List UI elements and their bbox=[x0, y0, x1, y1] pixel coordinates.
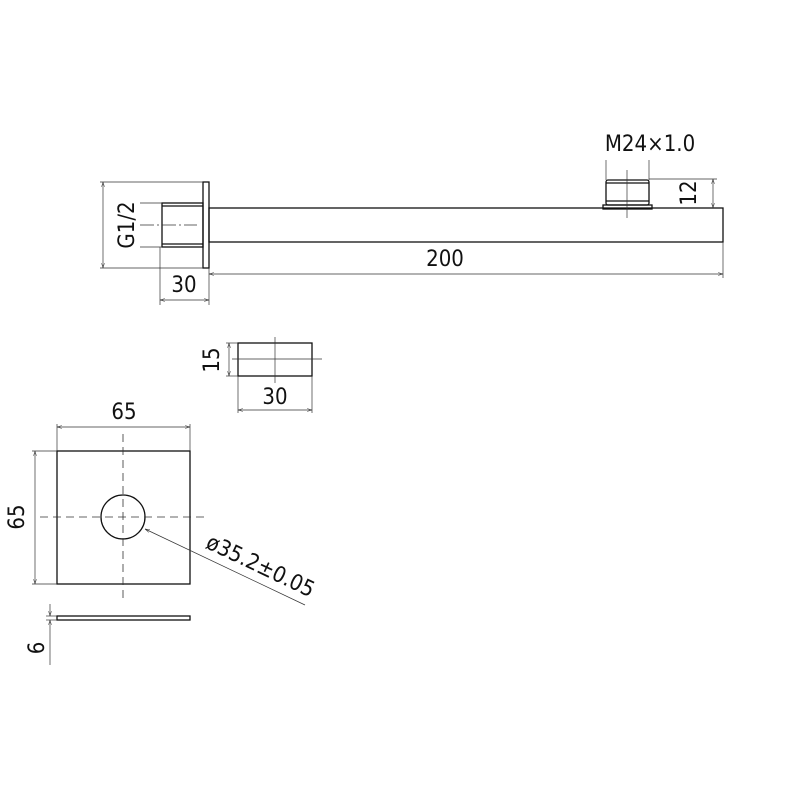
plate-width-dim: 65 bbox=[111, 400, 136, 425]
flange-plate: 65 65 ø35.2±0.05 6 bbox=[5, 400, 318, 665]
side-view: G1/2 30 200 M24×1.0 12 bbox=[100, 132, 724, 305]
section-height-dim: 15 bbox=[200, 347, 225, 372]
plate-height-dim: 65 bbox=[5, 504, 30, 529]
section-width-dim: 30 bbox=[262, 385, 287, 410]
outlet-fitting bbox=[602, 170, 653, 218]
wall-flange bbox=[202, 181, 210, 269]
hole-diameter-dim: ø35.2±0.05 bbox=[202, 530, 318, 603]
shower-arm bbox=[208, 207, 724, 243]
outlet-thread-label: M24×1.0 bbox=[605, 132, 695, 157]
thread-label: G1/2 bbox=[115, 201, 140, 248]
outlet-height-dim: 12 bbox=[677, 180, 702, 205]
plate-edge-view bbox=[56, 615, 191, 621]
flange-thread-dim: 30 bbox=[171, 273, 196, 298]
arm-section: 15 30 bbox=[200, 337, 322, 413]
arm-length-dim: 200 bbox=[426, 247, 464, 272]
plate-thickness-dim: 6 bbox=[25, 642, 50, 655]
